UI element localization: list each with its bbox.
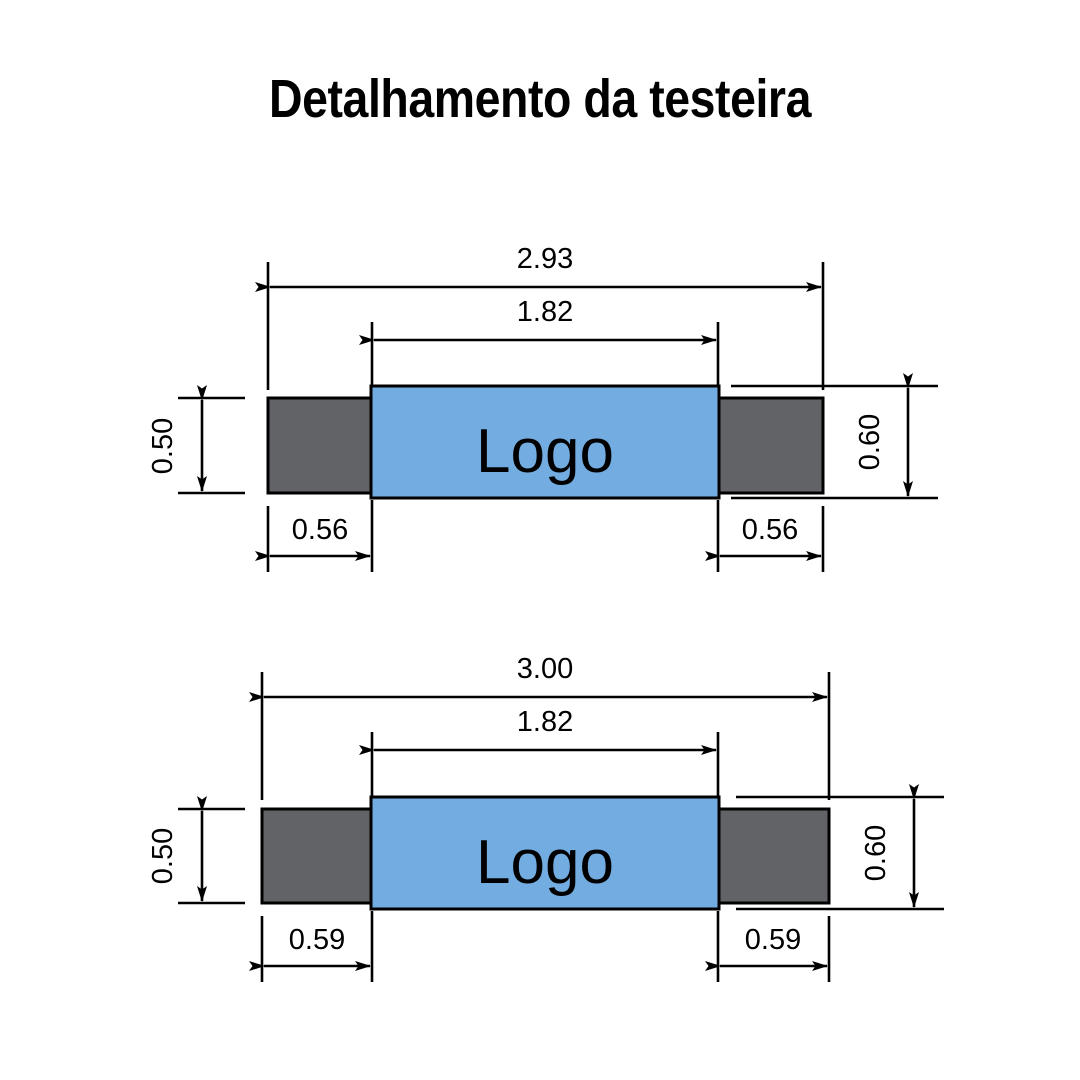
dimension-label-center-width: 1.82: [517, 296, 573, 328]
right-wing-panel: [716, 396, 825, 495]
dimension-label-center-height: 0.60: [860, 825, 892, 881]
logo-label: Logo: [476, 417, 614, 486]
center-logo-panel: [369, 795, 721, 911]
dimension-label-right-wing-width: 0.56: [742, 514, 798, 546]
dimension-label-right-wing-width: 0.59: [745, 924, 801, 956]
left-wing-panel: [260, 807, 374, 905]
dimension-label-center-height: 0.60: [854, 414, 886, 470]
dimension-label-overall-width: 3.00: [517, 653, 573, 685]
diagram-testeira-superior: 2.93 1.82 Logo 0.50 0.60: [147, 243, 938, 572]
dimension-label-left-wing-width: 0.59: [289, 924, 345, 956]
diagram-testeira-inferior: 3.00 1.82 Logo 0.50 0.60 0.59 0: [147, 653, 944, 982]
logo-label: Logo: [476, 828, 614, 897]
dimension-label-wing-height: 0.50: [147, 418, 179, 474]
dimension-label-center-width: 1.82: [517, 706, 573, 738]
page-title: Detalhamento da testeira: [269, 69, 811, 129]
left-wing-panel: [266, 396, 374, 495]
dimension-label-left-wing-width: 0.56: [292, 514, 348, 546]
dimension-label-wing-height: 0.50: [147, 828, 179, 884]
right-wing-panel: [716, 807, 831, 905]
center-logo-panel: [369, 384, 721, 500]
dimension-label-overall-width: 2.93: [517, 243, 573, 275]
